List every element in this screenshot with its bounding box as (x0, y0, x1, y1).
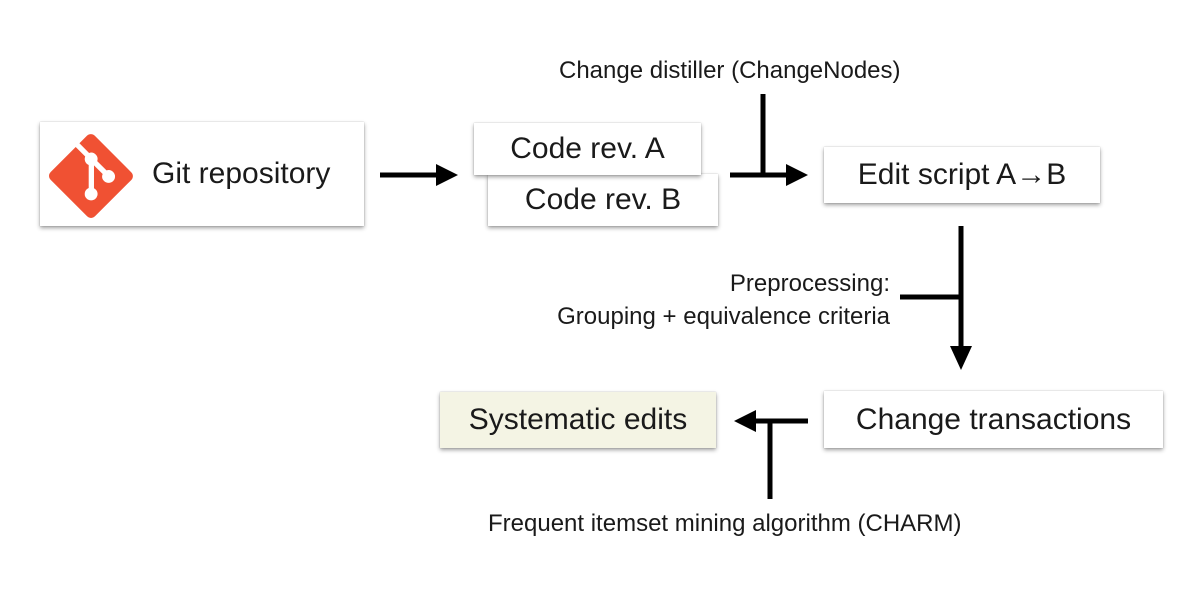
change-distiller-label: Change distiller (ChangeNodes) (559, 57, 901, 84)
change-transactions-label: Change transactions (855, 402, 1132, 436)
preprocessing-label: Preprocessing: (729, 270, 890, 297)
edit-script-node: Edit script A→B (824, 147, 1100, 203)
arrow-transactions-to-systematic-edits (734, 410, 808, 499)
git-logo-diamond (49, 134, 133, 218)
git-logo-icon (49, 134, 133, 218)
edit-script-label: Edit script A→B (857, 158, 1067, 191)
code-rev-b-label: Code rev. B (524, 183, 682, 216)
arrow-code-to-edit-script (730, 94, 808, 186)
code-rev-b-node: Code rev. B (488, 174, 718, 226)
git-repository-node: Git repository (40, 122, 364, 226)
change-transactions-node: Change transactions (824, 391, 1163, 448)
preprocessing-criteria-label: Grouping + equivalence criteria (557, 303, 890, 330)
git-repository-label: Git repository (152, 157, 331, 190)
systematic-edits-label: Systematic edits (468, 403, 688, 436)
code-rev-a-node: Code rev. A (474, 123, 701, 175)
systematic-edits-node: Systematic edits (440, 392, 716, 448)
mining-algorithm-label: Frequent itemset mining algorithm (CHARM… (488, 510, 962, 537)
code-rev-a-label: Code rev. A (510, 132, 665, 165)
arrow-git-to-code (380, 164, 458, 186)
arrow-edit-script-to-transactions (900, 226, 972, 370)
